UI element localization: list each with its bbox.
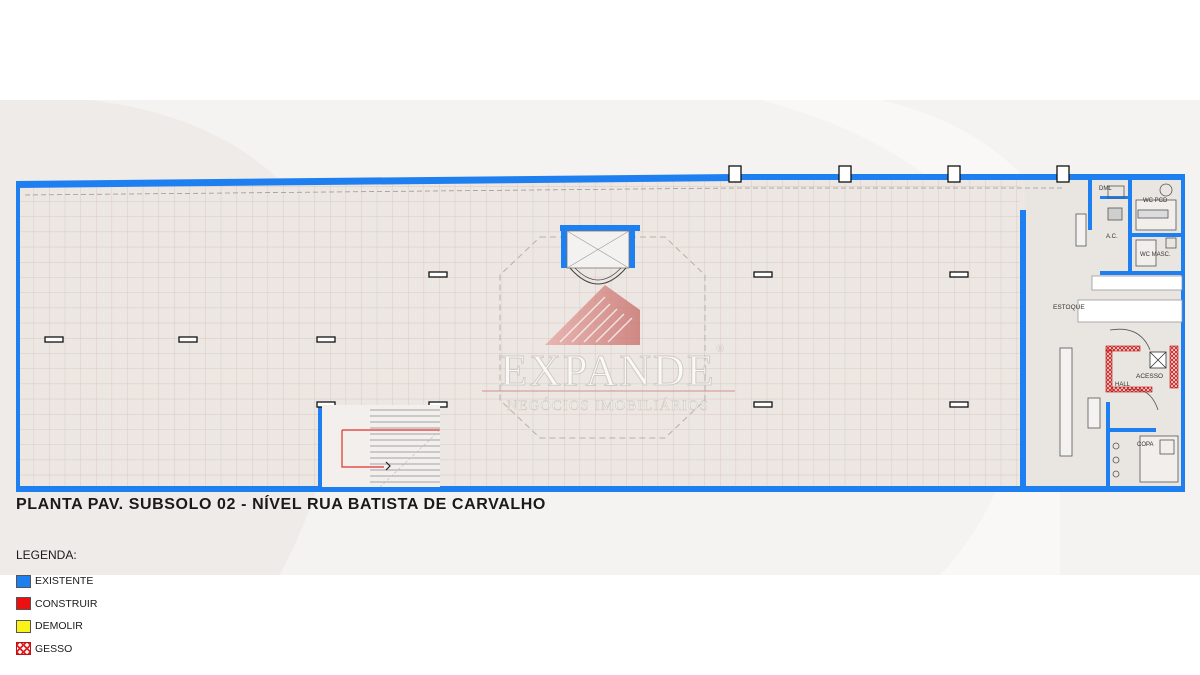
ceiling-outline	[24, 187, 1062, 196]
gesso-walls	[1105, 345, 1179, 393]
watermark-brand: EXPANDE	[500, 346, 715, 395]
legend-label: DEMOLIR	[35, 620, 83, 633]
interior-columns	[44, 271, 969, 408]
legend-swatch-existente	[16, 574, 31, 588]
room-labels: DML WC PCD A.C. WC MASC. ESTOQUE ACESSO …	[1053, 186, 1171, 448]
wall-copa	[1106, 402, 1110, 490]
wall-east	[1181, 174, 1185, 492]
stock-rack	[1077, 299, 1183, 323]
legend-item-demolir: DEMOLIR	[16, 615, 97, 638]
room-label-hall: HALL	[1115, 382, 1131, 388]
building-logo-icon	[545, 285, 640, 345]
wall-copa-top	[1106, 428, 1156, 432]
column-marker	[316, 336, 336, 343]
chair-icon	[1112, 456, 1120, 464]
wall-wc-bottom	[1100, 271, 1183, 275]
pillar	[947, 165, 961, 183]
legend-item-construir: CONSTRUIR	[16, 593, 97, 616]
column-marker	[44, 336, 64, 343]
pillar	[838, 165, 852, 183]
legend-heading: LEGENDA:	[16, 548, 77, 562]
door-swing-icon	[1109, 328, 1151, 351]
legend-item-existente: EXISTENTE	[16, 570, 97, 593]
stair-arrow-icon	[385, 461, 391, 471]
dml-tank-icon	[1107, 207, 1123, 221]
room-label-copa: COPA	[1137, 442, 1154, 448]
legend-label: GESSO	[35, 642, 73, 655]
wall-dml	[1088, 178, 1092, 230]
room-label-wc-masc: WC MASC.	[1140, 252, 1171, 258]
expande-watermark: EXPANDE ® NEGÓCIOS IMOBILIÁRIOS	[482, 285, 735, 414]
legend-label: CONSTRUIR	[35, 597, 98, 610]
room-label-estoque: ESTOQUE	[1053, 304, 1085, 311]
chair-icon	[1112, 470, 1120, 478]
room-label-wc-pcd: WC PCD	[1143, 198, 1168, 204]
watermark-tagline: NEGÓCIOS IMOBILIÁRIOS	[507, 397, 709, 414]
wall-elevator	[560, 225, 640, 268]
wall-wc-divider	[1128, 233, 1183, 237]
staircase	[322, 405, 441, 488]
stock-shelf	[1059, 347, 1073, 457]
wall-stair	[318, 402, 322, 490]
wall-south	[16, 486, 1185, 492]
wc-masc-room	[1135, 239, 1157, 267]
column-marker	[753, 271, 773, 278]
legend: LEGENDA: EXISTENTE CONSTRUIR DEMOLIR GES…	[16, 548, 97, 660]
legend-swatch-gesso	[16, 642, 31, 656]
wall-north	[16, 174, 735, 188]
hall-counter	[1087, 397, 1101, 429]
watermark-registered: ®	[716, 343, 724, 355]
sink-icon	[1165, 237, 1177, 249]
legend-swatch-demolir	[16, 619, 31, 633]
elevator	[566, 230, 630, 285]
wall-dml-shelf	[1100, 196, 1130, 199]
copa-room	[1139, 435, 1179, 483]
stock-cabinet	[1075, 213, 1087, 247]
column-marker	[428, 271, 448, 278]
legend-label: EXISTENTE	[35, 575, 94, 588]
room-label-dml: DML	[1099, 186, 1112, 192]
legend-swatch-construir	[16, 597, 31, 611]
wall-wc	[1128, 178, 1132, 274]
stock-rack	[1091, 275, 1183, 291]
column-marker	[178, 336, 198, 343]
north-pillars	[728, 165, 1070, 183]
wall-west	[16, 181, 20, 492]
toilet-icon	[1159, 183, 1173, 197]
grab-bar-icon	[1137, 209, 1169, 219]
column-marker	[949, 401, 969, 408]
room-label-acesso: ACESSO	[1136, 373, 1163, 380]
column-marker	[753, 401, 773, 408]
pillar	[1056, 165, 1070, 183]
wall-stock	[1020, 210, 1026, 490]
copa-sink-icon	[1159, 439, 1175, 455]
plan-title: PLANTA PAV. SUBSOLO 02 - NÍVEL RUA BATIS…	[16, 496, 546, 513]
legend-item-gesso: GESSO	[16, 638, 97, 661]
floor-tile-grid	[18, 178, 1020, 488]
column-marker	[949, 271, 969, 278]
service-fixtures	[1059, 183, 1183, 483]
chair-icon	[1112, 442, 1120, 450]
room-label-ac: A.C.	[1106, 234, 1118, 240]
watermark-octagon	[499, 236, 706, 439]
dml-sink-icon	[1107, 185, 1125, 199]
pillar	[728, 165, 742, 183]
